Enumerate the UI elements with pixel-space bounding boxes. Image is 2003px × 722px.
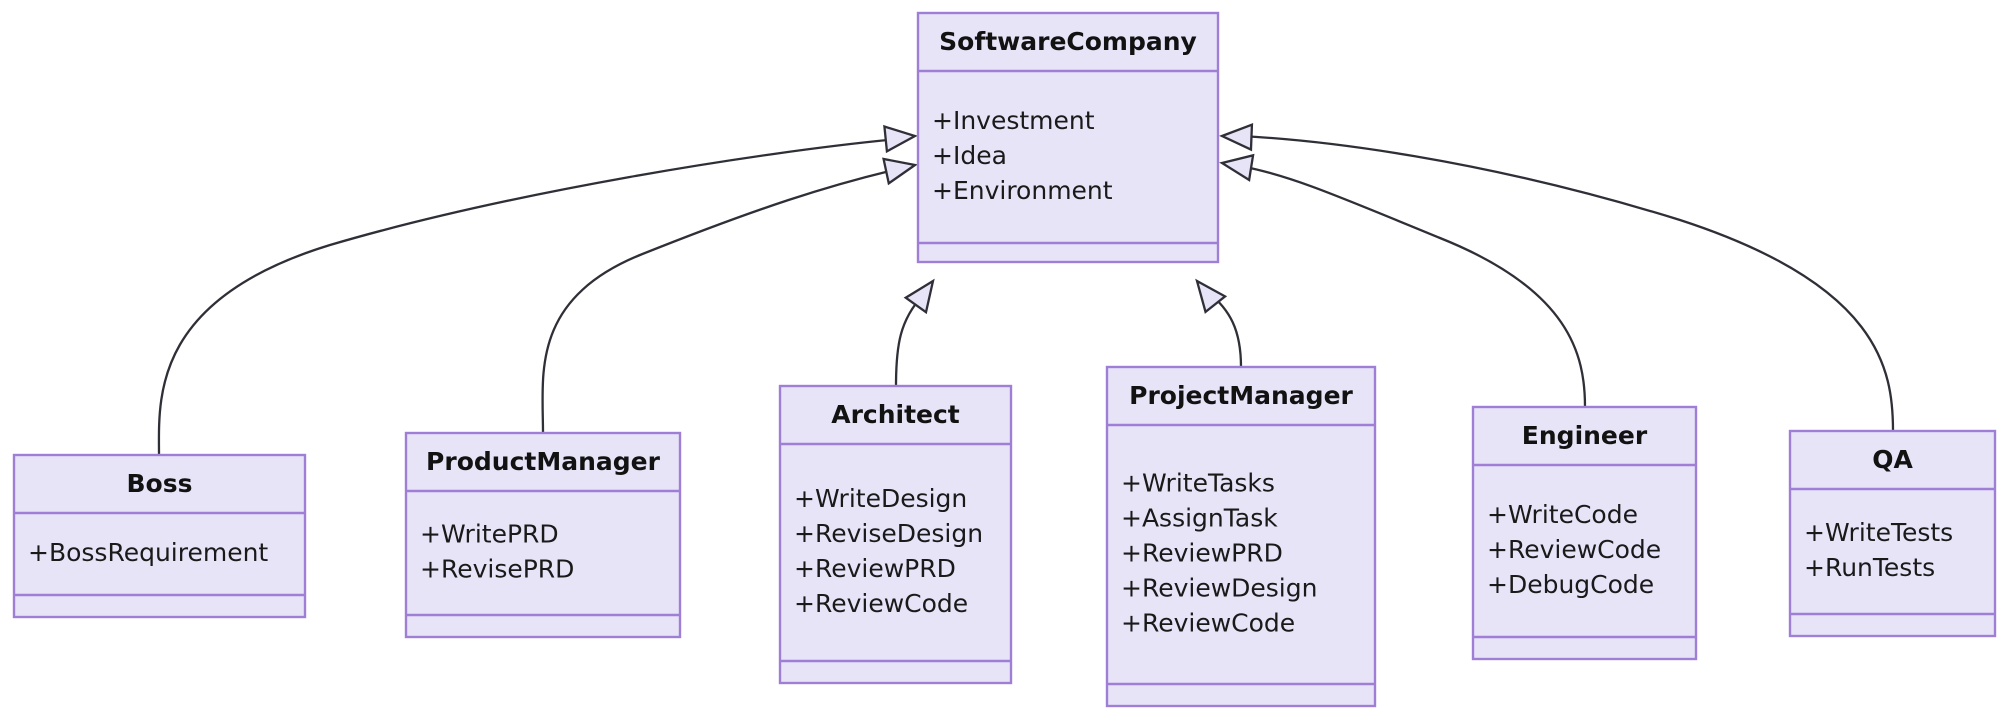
class-box-outline (1788, 429, 1997, 638)
inheritance-line (541, 167, 900, 435)
generalization-architect-to-softwarecompany (894, 278, 935, 388)
inheritance-arrowhead (1219, 122, 1254, 152)
inheritance-line (1238, 134, 1895, 433)
inheritance-arrowhead (1195, 278, 1228, 314)
class-member-label: +ReviewCode (1487, 535, 1661, 564)
class-member-label: +RevisePRD (420, 555, 574, 584)
inheritance-line (894, 293, 925, 388)
class-member-label: +ReviseDesign (794, 519, 983, 548)
class-member-label: +WritePRD (420, 520, 559, 549)
inheritance-line (1238, 164, 1587, 409)
class-member-label: +ReviewPRD (794, 554, 956, 583)
class-box-architect[interactable]: Architect +WriteDesign +ReviseDesign +Revie… (778, 384, 1013, 685)
generalization-boss-to-softwarecompany (157, 124, 918, 457)
generalization-qa-to-softwarecompany (1219, 122, 1895, 433)
class-box-outline (1105, 365, 1377, 708)
inheritance-arrowhead (882, 157, 918, 186)
class-member-label: +WriteDesign (794, 484, 967, 513)
class-box-outline (12, 453, 307, 619)
class-box-outline (778, 384, 1013, 685)
inheritance-arrowhead (883, 124, 918, 154)
class-box-boss[interactable]: Boss +BossRequirement (12, 453, 307, 619)
class-member-label: +ReviewCode (1121, 609, 1295, 638)
class-member-label: +ReviewDesign (1121, 574, 1317, 603)
classes-layer: SoftwareCompany +Investment +Idea +Environm… (12, 11, 1997, 708)
class-member-label: +Idea (932, 141, 1007, 170)
relationships-layer (157, 122, 1895, 457)
class-member-label: +BossRequirement (28, 538, 268, 567)
class-member-label: +AssignTask (1121, 504, 1278, 533)
class-name-label: ProductManager (426, 447, 661, 476)
class-box-outline (1471, 405, 1698, 661)
class-member-label: +WriteCode (1487, 500, 1638, 529)
class-box-engineer[interactable]: Engineer +WriteCode +ReviewCode +DebugCode (1471, 405, 1698, 661)
class-name-label: ProjectManager (1129, 381, 1353, 410)
class-member-label: +WriteTests (1804, 518, 1953, 547)
generalization-productmanager-to-softwarecompany (541, 157, 918, 435)
class-box-outline (404, 431, 682, 639)
class-member-label: +ReviewCode (794, 589, 968, 618)
class-name-label: Architect (831, 400, 960, 429)
class-box-qa[interactable]: QA +WriteTests +RunTests (1788, 429, 1997, 638)
class-box-software-company[interactable]: SoftwareCompany +Investment +Idea +Environm… (916, 11, 1220, 264)
class-member-label: +DebugCode (1487, 570, 1654, 599)
class-member-label: +WriteTasks (1121, 469, 1275, 498)
class-member-label: +Investment (932, 106, 1095, 135)
class-name-label: QA (1872, 445, 1913, 474)
class-box-outline (916, 11, 1220, 264)
class-name-label: SoftwareCompany (939, 27, 1197, 56)
generalization-projectmanager-to-softwarecompany (1195, 278, 1243, 369)
class-member-label: +RunTests (1804, 553, 1935, 582)
class-member-label: +Environment (932, 176, 1113, 205)
class-member-label: +ReviewPRD (1121, 539, 1283, 568)
class-name-label: Engineer (1522, 421, 1648, 450)
class-name-label: Boss (127, 469, 193, 498)
class-box-product-manager[interactable]: ProductManager +WritePRD +RevisePRD (404, 431, 682, 639)
inheritance-line (157, 137, 900, 457)
generalization-engineer-to-softwarecompany (1219, 153, 1587, 409)
inheritance-arrowhead (1219, 153, 1255, 182)
inheritance-arrowhead (903, 278, 935, 315)
class-box-project-manager[interactable]: ProjectManager +WriteTasks +AssignTask +Rev… (1105, 365, 1377, 708)
